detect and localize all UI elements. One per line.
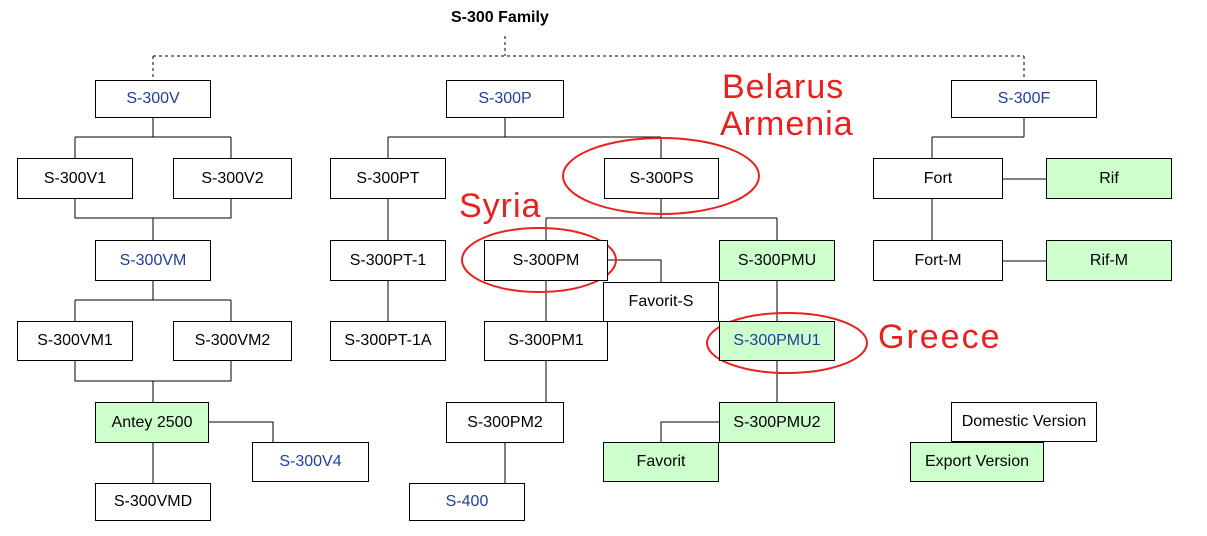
node-s-300pm2: S-300PM2: [446, 402, 564, 443]
node-s-300pt-1: S-300PT-1: [330, 240, 446, 281]
node-s-300vm1: S-300VM1: [17, 321, 133, 361]
node-s-300v: S-300V: [95, 80, 211, 118]
annotation-armenia: Armenia: [720, 105, 854, 143]
node-fort: Fort: [873, 158, 1003, 199]
node-s-400: S-400: [409, 483, 525, 521]
legend-domestic-version: Domestic Version: [951, 402, 1097, 442]
highlight-ellipse-s300pm: [461, 227, 617, 293]
node-rif-m: Rif-M: [1046, 240, 1172, 281]
annotation-greece: Greece: [878, 318, 1002, 356]
node-s-300f: S-300F: [951, 80, 1097, 118]
node-rif: Rif: [1046, 158, 1172, 199]
node-s-300pmu1: S-300PMU1: [719, 321, 835, 361]
node-s-300pm: S-300PM: [484, 240, 608, 281]
highlight-ellipse-s300ps: [562, 137, 760, 215]
node-s-300vm2: S-300VM2: [173, 321, 292, 361]
node-fort-m: Fort-M: [873, 240, 1003, 281]
node-s-300p: S-300P: [446, 80, 564, 118]
node-s-300pt: S-300PT: [330, 158, 446, 199]
node-s-300pmu2: S-300PMU2: [719, 402, 835, 443]
node-s-300pt-1a: S-300PT-1A: [330, 321, 446, 361]
node-s-300v1: S-300V1: [17, 158, 133, 199]
node-s-300vm: S-300VM: [95, 240, 211, 281]
node-s-300v2: S-300V2: [173, 158, 292, 199]
node-s-300ps: S-300PS: [604, 158, 719, 199]
highlight-ellipse-s300pmu1: [706, 312, 868, 374]
legend-export-version: Export Version: [910, 442, 1044, 482]
node-s-300v4: S-300V4: [252, 442, 369, 482]
annotation-belarus: Belarus: [722, 68, 845, 106]
node-favorit-s: Favorit-S: [603, 282, 719, 322]
node-favorit: Favorit: [603, 442, 719, 482]
diagram-title: S-300 Family: [451, 9, 549, 26]
node-s-300pm1: S-300PM1: [484, 321, 608, 361]
node-s-300pmu: S-300PMU: [719, 240, 835, 281]
annotation-syria: Syria: [459, 187, 542, 225]
node-s-300vmd: S-300VMD: [95, 483, 211, 521]
node-antey-2500: Antey 2500: [95, 402, 209, 443]
